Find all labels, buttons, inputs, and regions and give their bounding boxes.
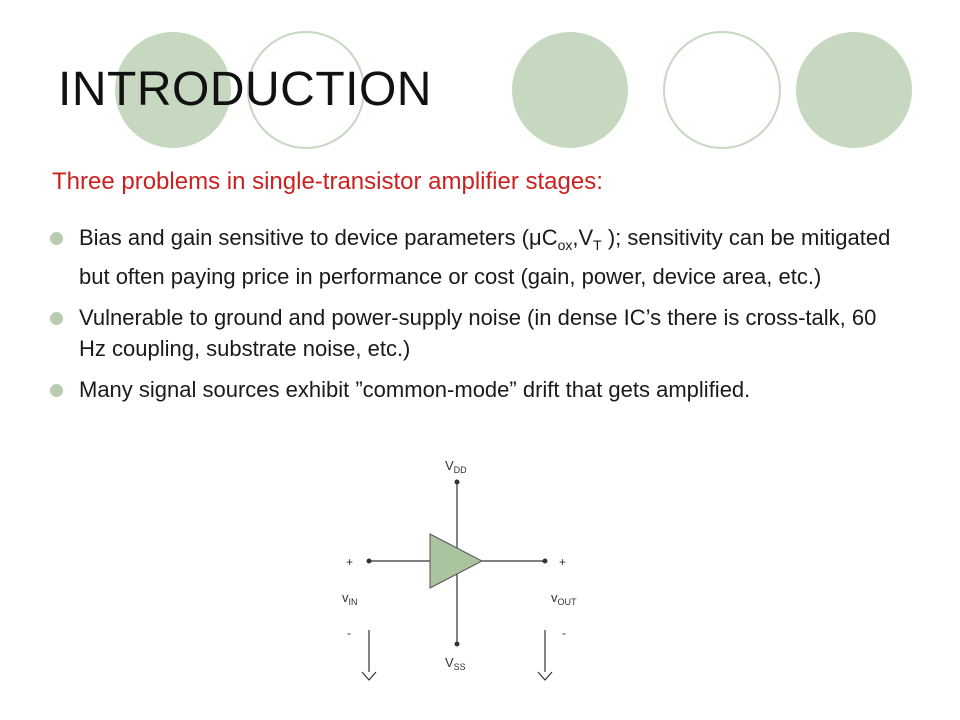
- bullet-list: Bias and gain sensitive to device parame…: [48, 222, 908, 415]
- subscript-t: T: [593, 237, 602, 253]
- output-minus-label: -: [562, 626, 566, 640]
- vout-label: vOUT: [551, 590, 577, 607]
- input-plus-label: +: [346, 555, 353, 569]
- bullet-dot-icon: [50, 312, 63, 325]
- bullet-text: ,V: [572, 225, 594, 250]
- decor-circle-outline: [247, 31, 365, 149]
- bullet-text: Vulnerable to ground and power-supply no…: [79, 305, 877, 361]
- vss-label: VSS: [445, 655, 466, 672]
- decorative-circles: [115, 31, 912, 149]
- output-terminal: [542, 558, 548, 564]
- bullet-item: Vulnerable to ground and power-supply no…: [48, 302, 908, 364]
- decor-circle-outline: [663, 31, 781, 149]
- vdd-label: VDD: [445, 458, 467, 475]
- output-plus-label: +: [559, 555, 566, 569]
- decor-circle-filled: [796, 32, 912, 148]
- bullet-item: Bias and gain sensitive to device parame…: [48, 222, 908, 292]
- bullet-dot-icon: [50, 232, 63, 245]
- input-ground-arrow-icon: [361, 671, 377, 681]
- slide-subtitle: Three problems in single-transistor ampl…: [52, 168, 603, 195]
- amplifier-triangle-icon: [429, 533, 484, 589]
- bullet-item: Many signal sources exhibit ”common-mode…: [48, 374, 908, 405]
- input-terminal: [366, 558, 372, 564]
- input-minus-label: -: [347, 626, 351, 640]
- decor-circle-filled: [512, 32, 628, 148]
- bullet-text: Bias and gain sensitive to device parame…: [79, 225, 558, 250]
- bullet-text: ); sensitivity can be mitigated but ofte…: [79, 225, 891, 289]
- bullet-dot-icon: [50, 384, 63, 397]
- bullet-text: Many signal sources exhibit ”common-mode…: [79, 377, 751, 402]
- amplifier-diagram: VDD VSS + + vIN vOUT - -: [342, 458, 577, 681]
- vss-terminal: [454, 641, 460, 647]
- slide-title: INTRODUCTION: [58, 63, 432, 116]
- subscript-ox: ox: [557, 237, 573, 253]
- output-ground-arrow-icon: [537, 671, 553, 681]
- decor-circle-filled: [115, 32, 231, 148]
- vdd-terminal: [454, 479, 460, 485]
- vin-label: vIN: [342, 590, 358, 607]
